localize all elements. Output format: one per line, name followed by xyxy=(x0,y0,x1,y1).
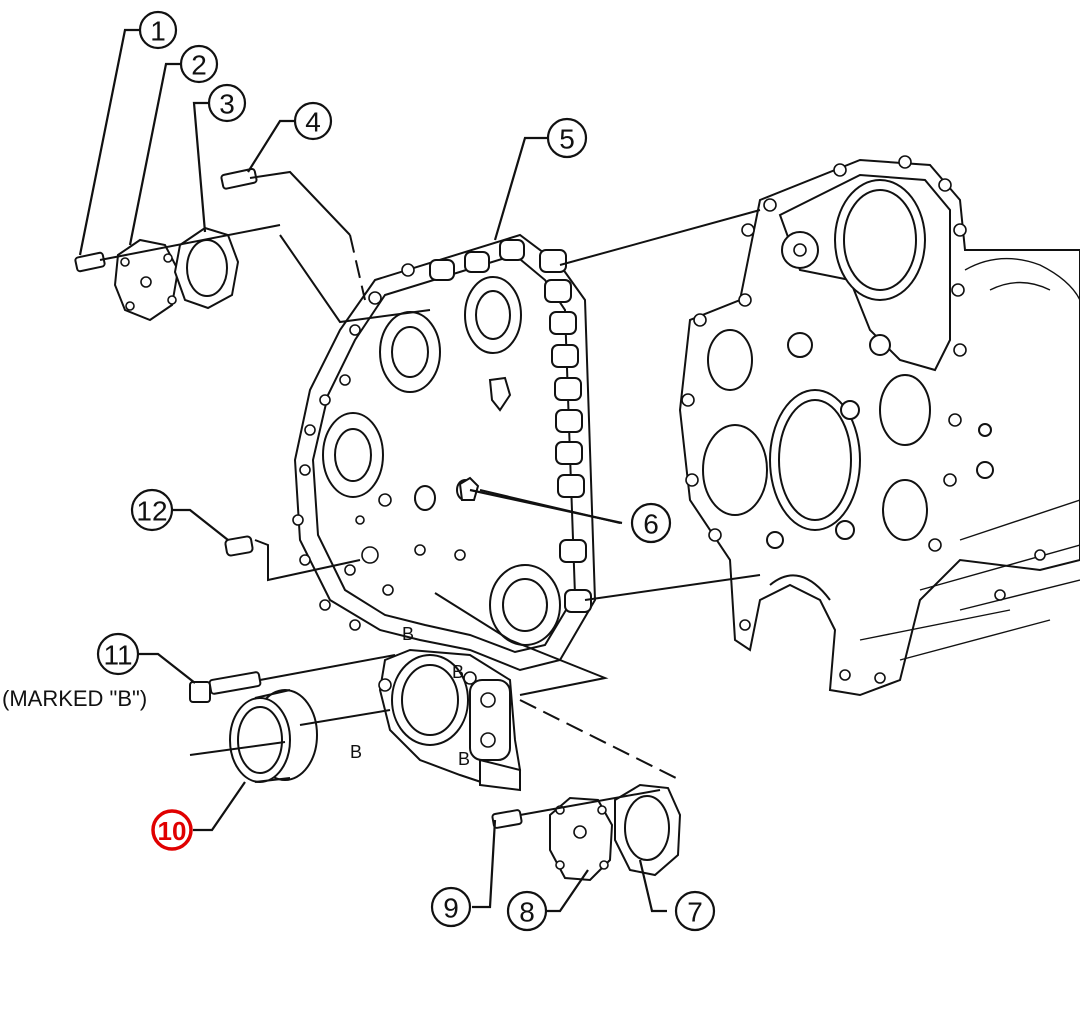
gear-cover-openings xyxy=(322,276,561,646)
engine-block-drawing xyxy=(678,155,1080,697)
callout-2-label: 2 xyxy=(191,50,207,81)
bolt-marks: B B B B xyxy=(350,624,470,769)
bolt-9-drawing xyxy=(491,809,523,829)
callout-11: 11 xyxy=(96,632,140,676)
callout-6: 6 xyxy=(630,502,672,544)
gear-cover-drawing xyxy=(292,233,597,672)
callout-6-label: 6 xyxy=(643,509,659,540)
callout-8-label: 8 xyxy=(519,897,535,928)
bolt-6-drawing xyxy=(458,476,480,501)
front-seal-housing-drawing xyxy=(378,648,522,792)
plug-12-drawing xyxy=(224,535,254,557)
callout-2: 2 xyxy=(179,44,219,84)
callout-9-label: 9 xyxy=(443,893,459,924)
marked-b-note: (MARKED "B") xyxy=(2,686,147,711)
callout-1-label: 1 xyxy=(150,16,166,47)
callout-8: 8 xyxy=(506,890,548,932)
callout-5-label: 5 xyxy=(559,124,575,155)
callout-4: 4 xyxy=(293,101,333,141)
bolt-4-drawing xyxy=(220,167,258,190)
crankshaft-seal-drawing xyxy=(189,689,318,783)
gasket-3-drawing xyxy=(173,226,240,310)
engine-block-bolt-holes xyxy=(681,155,1046,684)
bolt-mark-b-1: B xyxy=(402,624,414,644)
callout-4-label: 4 xyxy=(305,107,321,138)
callout-3: 3 xyxy=(207,83,247,123)
callout-10-label: 10 xyxy=(158,816,187,846)
callout-5: 5 xyxy=(546,117,588,159)
gasket-7-drawing xyxy=(614,783,682,877)
cover-plate-2-drawing xyxy=(113,238,180,322)
callout-9: 9 xyxy=(430,886,472,928)
cover-plate-8-drawing xyxy=(549,796,614,882)
bolt-11-drawing xyxy=(189,671,262,703)
gear-cover-bosses xyxy=(429,239,592,613)
callout-11-label: 11 xyxy=(103,640,132,671)
bolt-1-drawing xyxy=(74,251,106,273)
callout-1: 1 xyxy=(138,10,178,50)
callout-7-label: 7 xyxy=(687,897,703,928)
gear-cover-bolt-holes xyxy=(292,263,466,631)
callout-leaders xyxy=(78,28,667,913)
callout-7: 7 xyxy=(674,890,716,932)
bolt-mark-b-4: B xyxy=(458,749,470,769)
assembly-lines xyxy=(99,170,761,816)
bolt-mark-b-3: B xyxy=(350,742,362,762)
callout-3-label: 3 xyxy=(219,89,235,120)
callout-12: 12 xyxy=(130,488,174,532)
bolt-mark-b-2: B xyxy=(452,662,464,682)
callout-10-highlighted: 10 xyxy=(151,809,193,851)
callout-12-label: 12 xyxy=(136,496,167,527)
